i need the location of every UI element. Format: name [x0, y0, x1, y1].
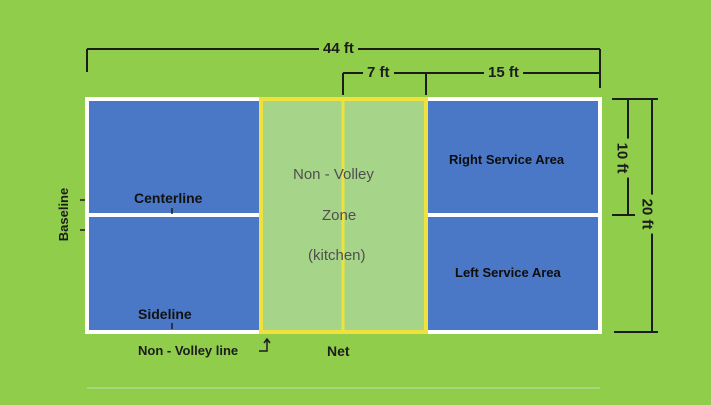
right-service-area-label: Right Service Area — [449, 152, 565, 167]
kitchen-label-line2: Zone — [322, 207, 357, 224]
net-label: Net — [327, 343, 350, 359]
baseline-label: Baseline — [56, 187, 72, 242]
sideline-label: Sideline — [138, 306, 192, 322]
kitchen-label-line3: (kitchen) — [308, 247, 366, 264]
kitchen-label-line1: Non - Volley — [293, 166, 374, 183]
dim-label-44ft: 44 ft — [319, 41, 358, 57]
left-service-area-label: Left Service Area — [455, 265, 561, 280]
dim-label-10ft: 10 ft — [613, 138, 630, 178]
arrow-up-right-icon — [259, 337, 271, 352]
centerline-label: Centerline — [134, 190, 203, 206]
dim-label-15ft: 15 ft — [484, 65, 523, 81]
dim-label-20ft: 20 ft — [638, 194, 655, 234]
dim-label-7ft: 7 ft — [363, 65, 394, 81]
non-volley-line-label: Non - Volley line — [138, 343, 239, 358]
